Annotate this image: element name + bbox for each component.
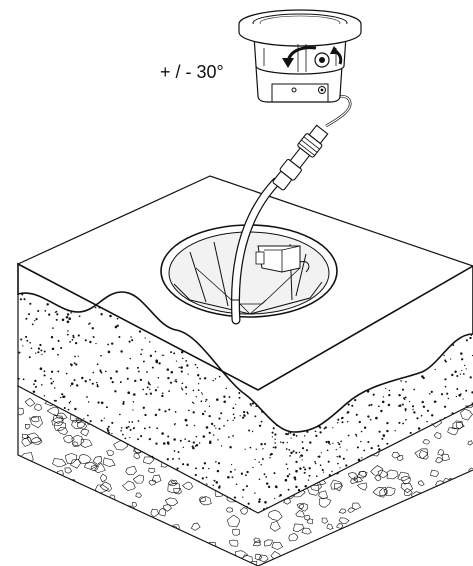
rotation-angle-label: + / - 30° <box>160 62 224 82</box>
gravel-layer <box>17 385 473 566</box>
cable-connector <box>272 124 329 191</box>
light-fixture <box>238 9 362 103</box>
cable <box>230 177 281 325</box>
recessed-housing <box>160 224 338 318</box>
